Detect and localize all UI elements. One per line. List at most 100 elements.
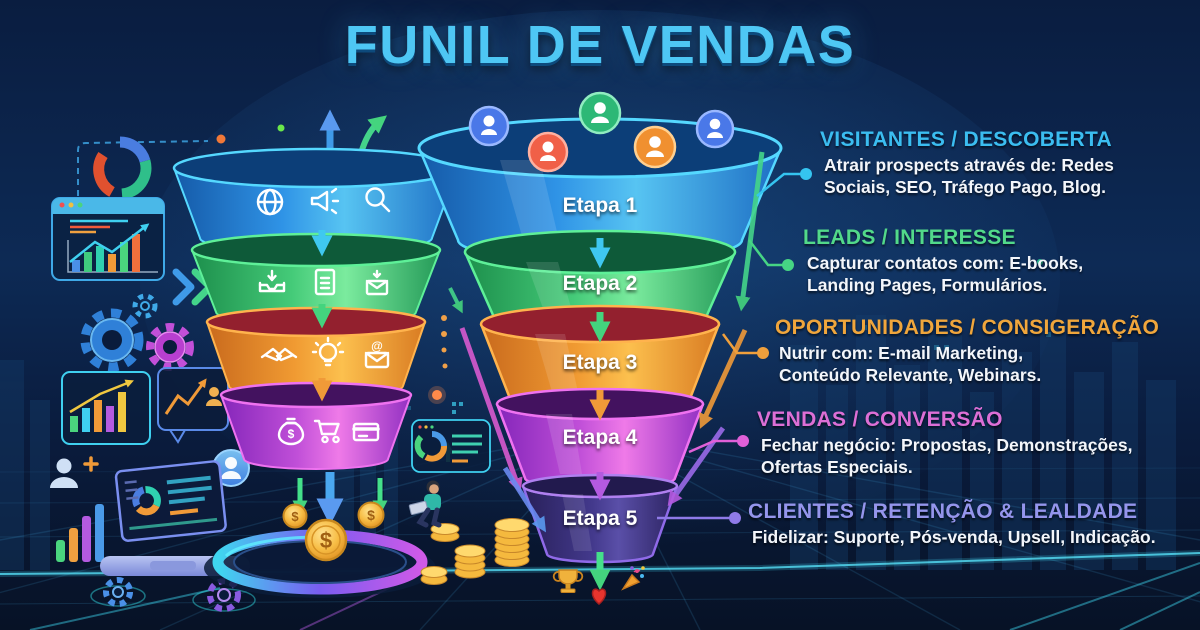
coin: $ (304, 518, 348, 562)
donut-chart-icon (93, 136, 152, 200)
user-avatar-icon (527, 131, 569, 173)
gear-icon-bottom-left (90, 577, 146, 607)
plus-icon (83, 456, 99, 472)
coins: $ $ $ (282, 501, 385, 562)
growth-arrow-icon (69, 379, 134, 414)
coin: $ (357, 501, 385, 529)
mini-dashboard-panel (411, 419, 491, 473)
connector-dot (800, 168, 812, 180)
flow-arrow-right-icon (699, 328, 748, 429)
shopping-cart-icon (313, 419, 340, 444)
connector-dot (737, 435, 749, 447)
annotation-oportunidades: OPORTUNIDADES / CONSIGERAÇÃO Nutrir com:… (775, 316, 1195, 387)
connector-2 (748, 239, 794, 271)
annotation-heading: VENDAS / CONVERSÃO (757, 408, 1003, 431)
lightbulb-icon (311, 336, 345, 367)
svg-text:@: @ (371, 339, 383, 353)
svg-text:$: $ (367, 507, 375, 523)
growth-bars (56, 504, 104, 562)
coin-stack (430, 523, 460, 542)
coin-stack (420, 566, 448, 585)
funnel-stage-label-2: Etapa 2 (562, 272, 638, 295)
traffic-dot-red (59, 202, 65, 208)
mail-download-icon (365, 269, 389, 296)
pixel-dots (452, 402, 463, 414)
user-avatar-icon (633, 125, 677, 169)
connector-3 (721, 333, 769, 359)
flow-arrow-left-icon (502, 466, 547, 533)
center-decorations (408, 315, 530, 585)
annotation-heading: VISITANTES / DESCOBERTA (820, 128, 1112, 151)
person-dot (209, 387, 219, 397)
annotation-heading: LEADS / INTERESSE (803, 226, 1016, 249)
traffic-dot-yellow (68, 202, 74, 208)
user-avatar-icon (578, 91, 622, 135)
annotation-visitantes: VISITANTES / DESCOBERTA Atrair prospects… (820, 128, 1140, 199)
funnel-stage-label-4: Etapa 4 (562, 426, 638, 449)
trophy-icon (552, 569, 584, 593)
annotation-connectors (657, 168, 812, 524)
annotation-heading: CLIENTES / RETENÇÃO & LEALDADE (748, 500, 1138, 523)
connector-dot (757, 347, 769, 359)
svg-text:$: $ (288, 427, 295, 441)
annotation-body: Atrair prospects através de: Redes Socia… (824, 155, 1114, 197)
funnel-stage-1 (417, 117, 783, 264)
handshake-icon (260, 347, 298, 362)
bar-chart-panel (61, 371, 151, 445)
document-icon (314, 268, 336, 296)
mail-at-icon: @ (364, 339, 390, 369)
dotted-line (428, 315, 448, 404)
svg-text:$: $ (291, 509, 299, 524)
connector-4 (688, 435, 749, 454)
annotation-body: Capturar contatos com: E-books, Landing … (807, 253, 1084, 295)
analytics-panel (51, 197, 165, 281)
traffic-dot-green (77, 202, 83, 208)
funnel-row-4 (219, 381, 413, 470)
gear-icon-magenta (146, 323, 194, 371)
mini-bars (72, 234, 140, 272)
annotation-heading: OPORTUNIDADES / CONSIGERAÇÃO (775, 316, 1160, 339)
svg-text:$: $ (320, 528, 332, 553)
connector-dot (729, 512, 741, 524)
coin-stack (494, 518, 530, 567)
connector-5 (657, 512, 741, 524)
annotation-clientes: CLIENTES / RETENÇÃO & LEALDADE Fidelizar… (748, 500, 1200, 549)
glow-dot-green (277, 124, 285, 132)
dashed-line (77, 140, 209, 196)
funnel-row-1 (172, 147, 460, 254)
annotation-leads: LEADS / INTERESSE Capturar contatos com:… (803, 226, 1123, 297)
money-bag-icon: $ (277, 417, 305, 446)
gear-icon-blue (80, 308, 144, 372)
trend-bubble-panel (157, 367, 229, 444)
flow-arrow-right-icon (735, 151, 765, 312)
funnel-stage-5 (521, 473, 679, 564)
party-popper-icon (621, 566, 645, 591)
add-user-icon (50, 456, 99, 488)
coin: $ (282, 503, 308, 529)
flow-arrow-left-icon (459, 327, 523, 494)
flow-arrow-left-icon (448, 287, 463, 314)
celebration-icons (552, 566, 645, 605)
coin-stack (454, 544, 486, 579)
inbox-download-icon (258, 269, 286, 293)
person-illustration (408, 480, 442, 528)
credit-card-icon (352, 422, 380, 442)
heart-icon (591, 588, 607, 605)
page-title: FUNIL DE VENDAS (344, 15, 856, 75)
megaphone-icon (310, 187, 340, 215)
annotation-body: Fidelizar: Suporte, Pós-venda, Upsell, I… (752, 527, 1156, 547)
funnel-stage-label-1: Etapa 1 (562, 194, 638, 217)
annotation-body: Fechar negócio: Propostas, Demonstrações… (761, 435, 1133, 477)
glow-dot-teal (1037, 259, 1043, 265)
funnel-stage-label-5: Etapa 5 (562, 507, 638, 530)
connector-dot (782, 259, 794, 271)
annotation-body: Nutrir com: E-mail Marketing, Conteúdo R… (779, 343, 1042, 385)
left-decorations (50, 136, 256, 612)
connector-1 (756, 168, 812, 197)
gear-icon-small (132, 293, 158, 319)
glow-dot-orange (216, 134, 226, 144)
user-avatar-icon (695, 109, 735, 149)
funnel-stage-label-3: Etapa 3 (562, 351, 638, 374)
